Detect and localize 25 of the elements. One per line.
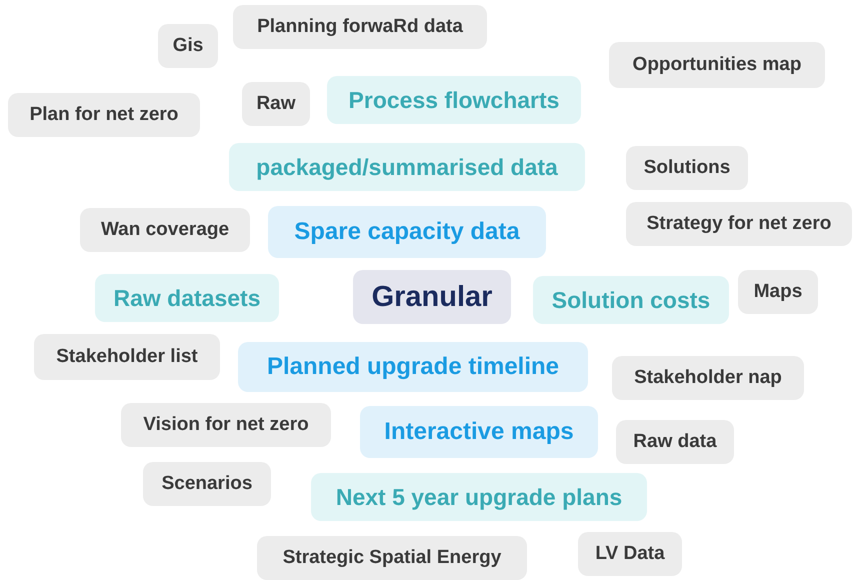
keyword-tag: Raw: [242, 82, 310, 126]
keyword-tag: Plan for net zero: [8, 93, 200, 137]
keyword-tag: Scenarios: [143, 462, 271, 506]
keyword-tag: Interactive maps: [360, 406, 598, 458]
keyword-tag: LV Data: [578, 532, 682, 576]
keyword-tag: packaged/summarised data: [229, 143, 585, 191]
keyword-tag: Opportunities map: [609, 42, 825, 88]
keyword-tag: Stakeholder nap: [612, 356, 804, 400]
keyword-tag: Wan coverage: [80, 208, 250, 252]
keyword-tag: Solution costs: [533, 276, 729, 324]
keyword-tag: Vision for net zero: [121, 403, 331, 447]
keyword-tag: Solutions: [626, 146, 748, 190]
keyword-tag: Stakeholder list: [34, 334, 220, 380]
keyword-tag: Planned upgrade timeline: [238, 342, 588, 392]
keyword-tag: Strategy for net zero: [626, 202, 852, 246]
keyword-tag: Strategic Spatial Energy: [257, 536, 527, 580]
keyword-tag: Gis: [158, 24, 218, 68]
keyword-tag: Next 5 year upgrade plans: [311, 473, 647, 521]
keyword-tag: Raw datasets: [95, 274, 279, 322]
keyword-tag: Process flowcharts: [327, 76, 581, 124]
keyword-tag: Spare capacity data: [268, 206, 546, 258]
keyword-tag: Maps: [738, 270, 818, 314]
keyword-tag: Planning forwaRd data: [233, 5, 487, 49]
keyword-tag: Raw data: [616, 420, 734, 464]
central-keyword-tag: Granular: [353, 270, 511, 324]
